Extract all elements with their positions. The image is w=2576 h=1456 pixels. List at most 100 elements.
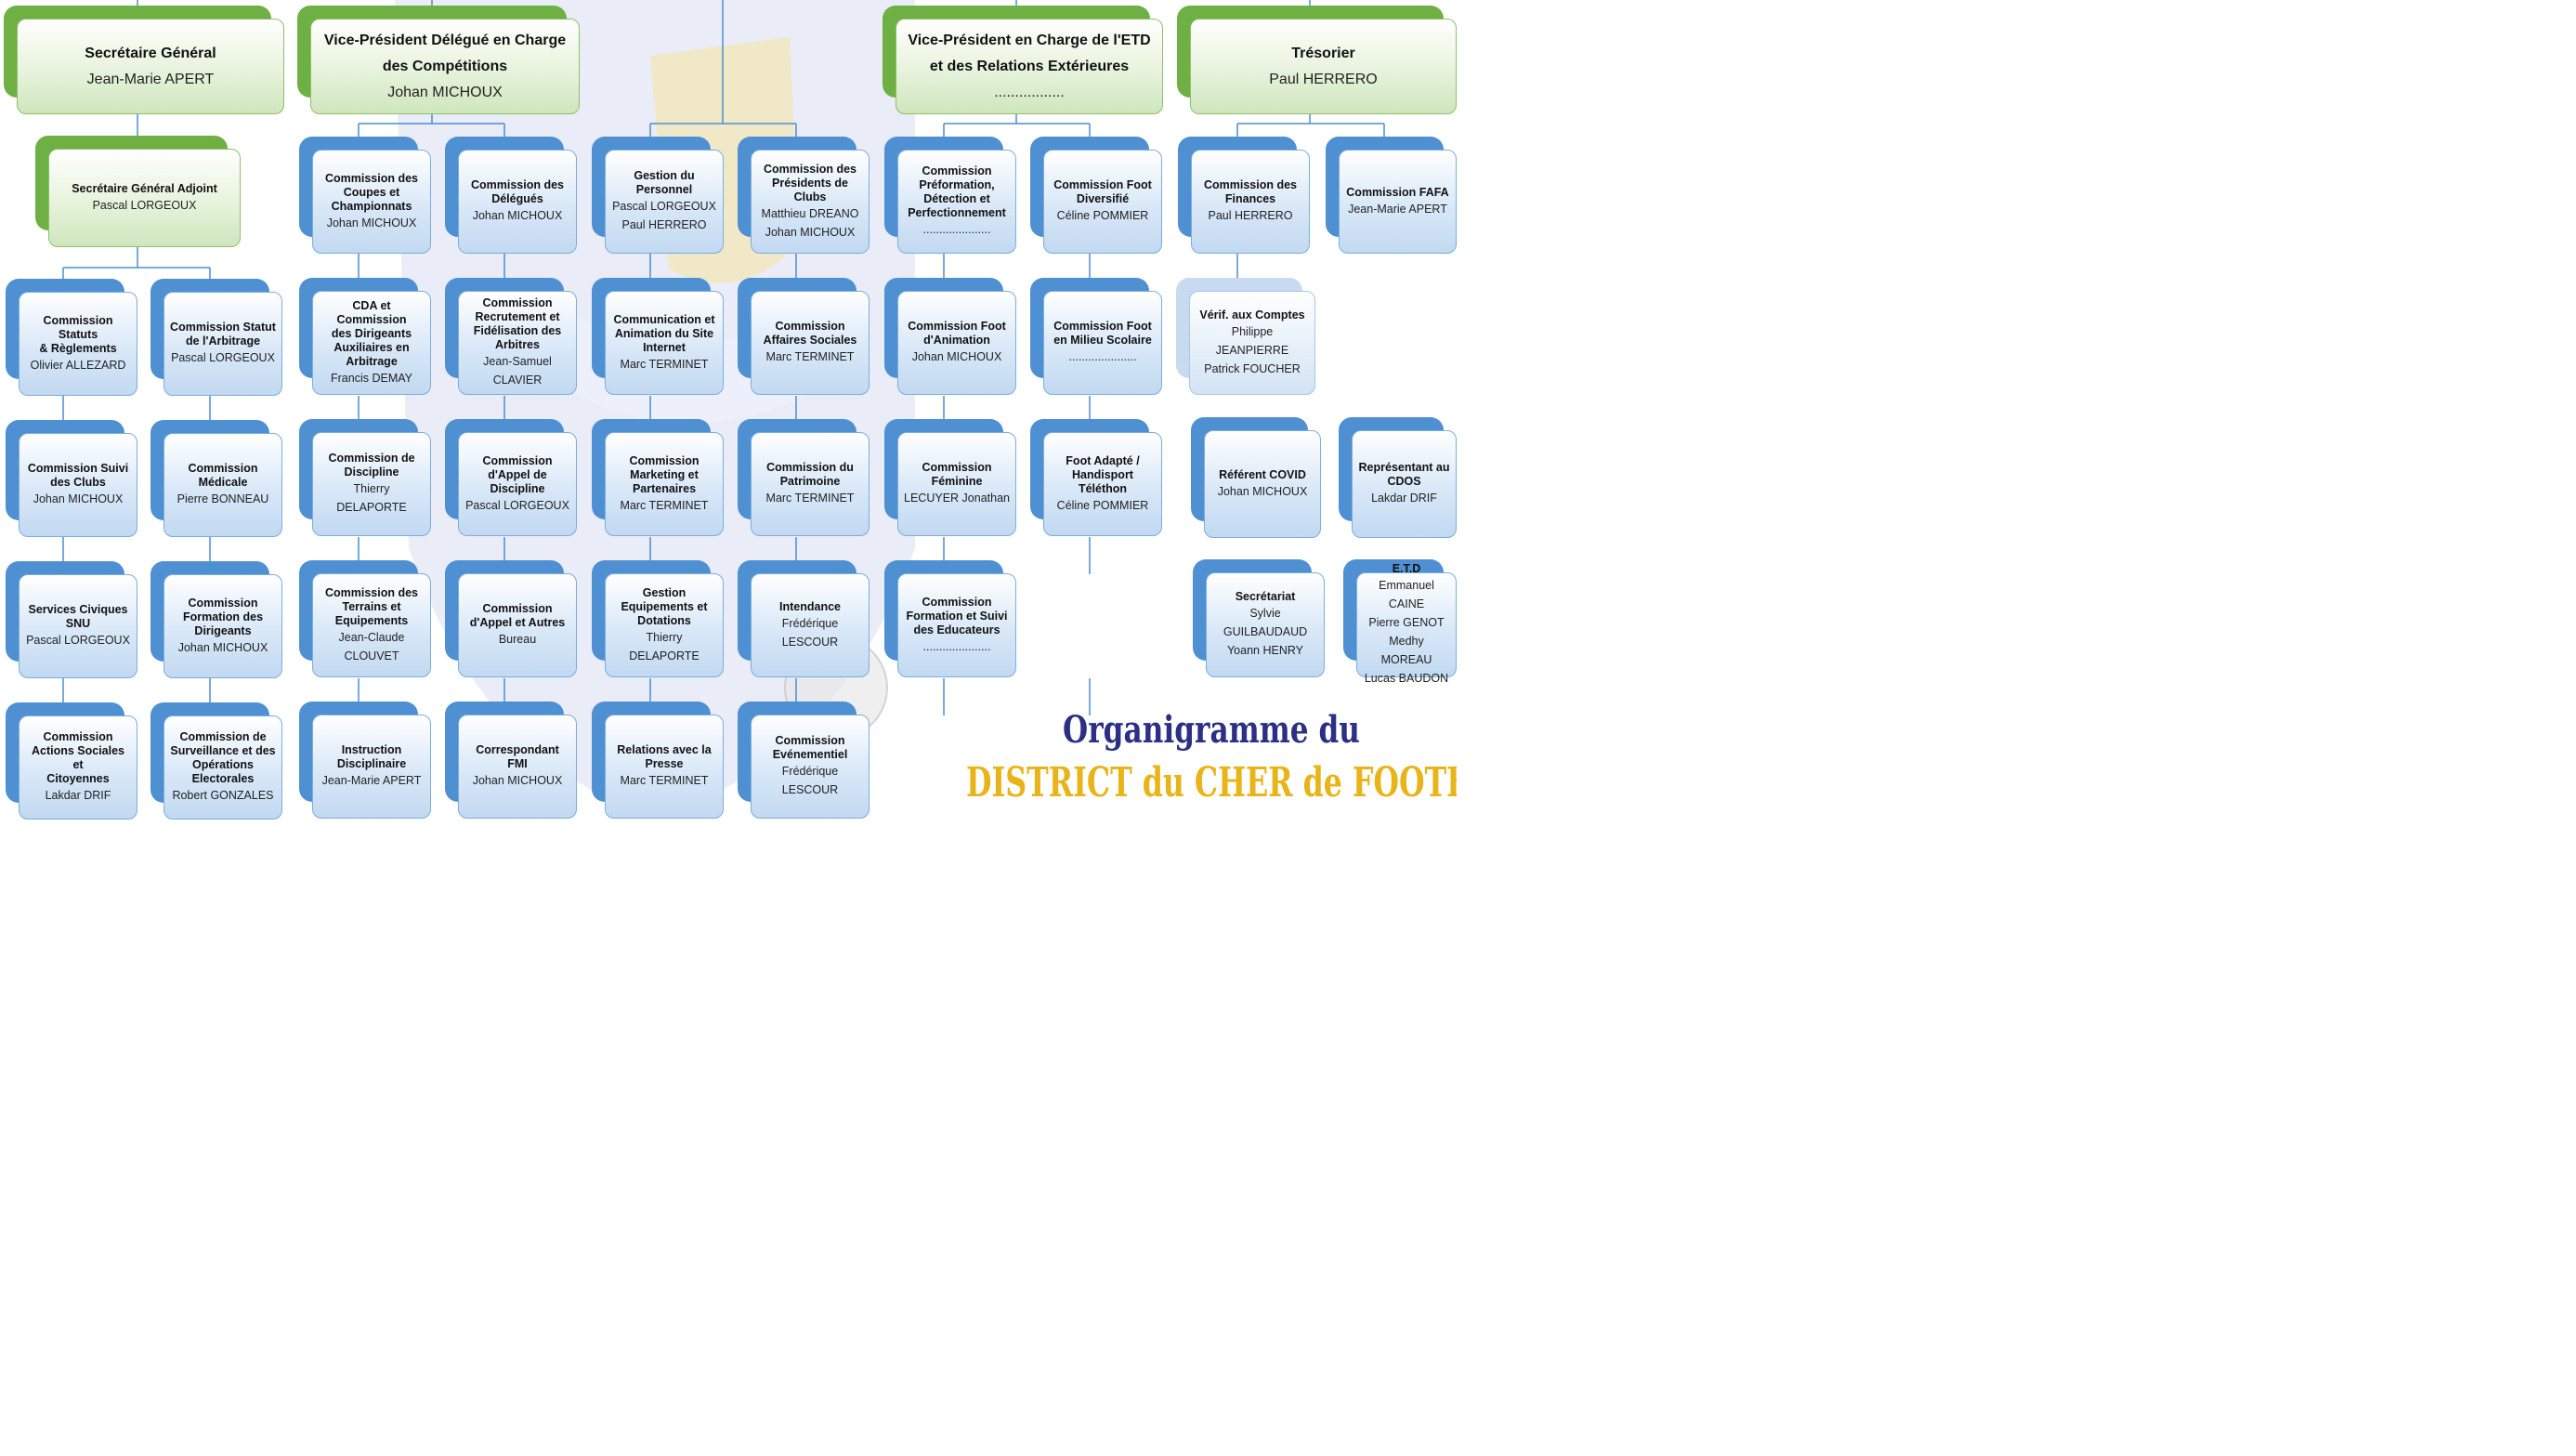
box-member-name: Bureau	[498, 633, 537, 646]
box-title-line: Actions Sociales et	[31, 744, 125, 771]
box-member-name: Francis DEMAY	[331, 371, 412, 385]
box-title-line: Commission	[188, 596, 258, 610]
box-member-name: Thierry DELAPORTE	[629, 630, 700, 662]
box-title-line: Discipline	[344, 466, 399, 479]
box-title-line: Discipline	[490, 481, 545, 495]
box-title-line: Commission	[922, 461, 992, 474]
box-member-name: GUILBAUDAUD	[1223, 625, 1308, 638]
box-title-line: Commission des	[324, 585, 419, 599]
box-title-line: Commission des	[1203, 178, 1298, 191]
box-member-name: LESCOUR	[781, 783, 839, 796]
box-member-name: Marc TERMINET	[765, 350, 855, 363]
box-title-line: et des Relations Extérieures	[929, 58, 1130, 74]
box-title-line: Commission Foot	[908, 320, 1006, 333]
box-member-name: Johan MICHOUX	[472, 774, 563, 787]
box-member-name: LECUYER Jonathan	[904, 492, 1010, 505]
box-member-name: Johan MICHOUX	[765, 225, 856, 239]
box-member-name: LESCOUR	[781, 635, 839, 649]
box-title-line: des Educateurs	[913, 623, 1000, 636]
box-title-line: des Clubs	[50, 476, 106, 489]
box-member-name: Paul HERRERO	[1208, 209, 1293, 222]
box-title-line: Handisport	[1072, 467, 1133, 481]
box-member-name: .....................	[922, 639, 991, 653]
box-title-line: Secrétariat	[1235, 590, 1296, 603]
box-title-line: Secrétaire Général	[85, 45, 216, 61]
box-title-line: d'Appel et Autres	[469, 616, 566, 629]
box-member-name: Johan MICHOUX	[33, 492, 124, 505]
box-member-name: Pierre BONNEAU	[177, 492, 269, 505]
box-member-name: Jean-Claude	[338, 630, 405, 644]
box-member-name: Marc TERMINET	[620, 498, 709, 512]
box-member-name: Lakdar DRIF	[45, 789, 111, 802]
box-title-line: Dirigeants	[194, 623, 252, 637]
box-title-line: en Milieu Scolaire	[1053, 334, 1152, 347]
box-title-line: Fidélisation des	[473, 324, 562, 337]
box-title-line: Préformation,	[919, 178, 995, 191]
box-member-name: Thierry DELAPORTE	[336, 482, 407, 514]
box-member-name: Marc TERMINET	[620, 774, 709, 787]
box-member-name: Pascal LORGEOUX	[26, 634, 130, 647]
box-title-line: Recrutement et	[475, 310, 560, 323]
box-member-name: Johan MICHOUX	[387, 84, 503, 100]
box-member-name: Olivier ALLEZARD	[30, 358, 126, 372]
box-member-name: Pascal LORGEOUX	[171, 351, 275, 364]
box-title-line: Commission	[482, 296, 553, 309]
box-member-name: Pascal LORGEOUX	[92, 198, 197, 212]
box-member-name: Philippe JEANPIERRE	[1215, 324, 1289, 357]
box-title-line: d'Animation	[923, 334, 990, 347]
box-member-name: Jean-Samuel	[483, 355, 552, 368]
box-member-name: Céline POMMIER	[1056, 498, 1149, 512]
box-title-line: Equipements	[334, 613, 409, 627]
box-title-line: Délégués	[491, 192, 543, 205]
box-title-line: Commission Statut	[170, 321, 276, 334]
box-member-name: Lakdar DRIF	[1371, 492, 1437, 505]
box-title-line: d'Appel de	[488, 467, 547, 481]
box-title-line: Internet	[643, 340, 686, 354]
chart-title-line-2: DISTRICT du CHER de FOOTBALL	[966, 759, 1457, 807]
box-title-line: Commission	[775, 734, 845, 747]
box-title-line: Détection et	[923, 192, 990, 205]
box-title-line: Commission de	[179, 730, 267, 743]
box-title-line: Affaires Sociales	[763, 334, 857, 347]
box-title-line: Commission	[482, 602, 553, 615]
box-title-line: Gestion	[642, 585, 686, 599]
box-member-name: Lucas BAUDON	[1364, 672, 1449, 685]
box-title-line: des Dirigeants	[331, 326, 412, 340]
